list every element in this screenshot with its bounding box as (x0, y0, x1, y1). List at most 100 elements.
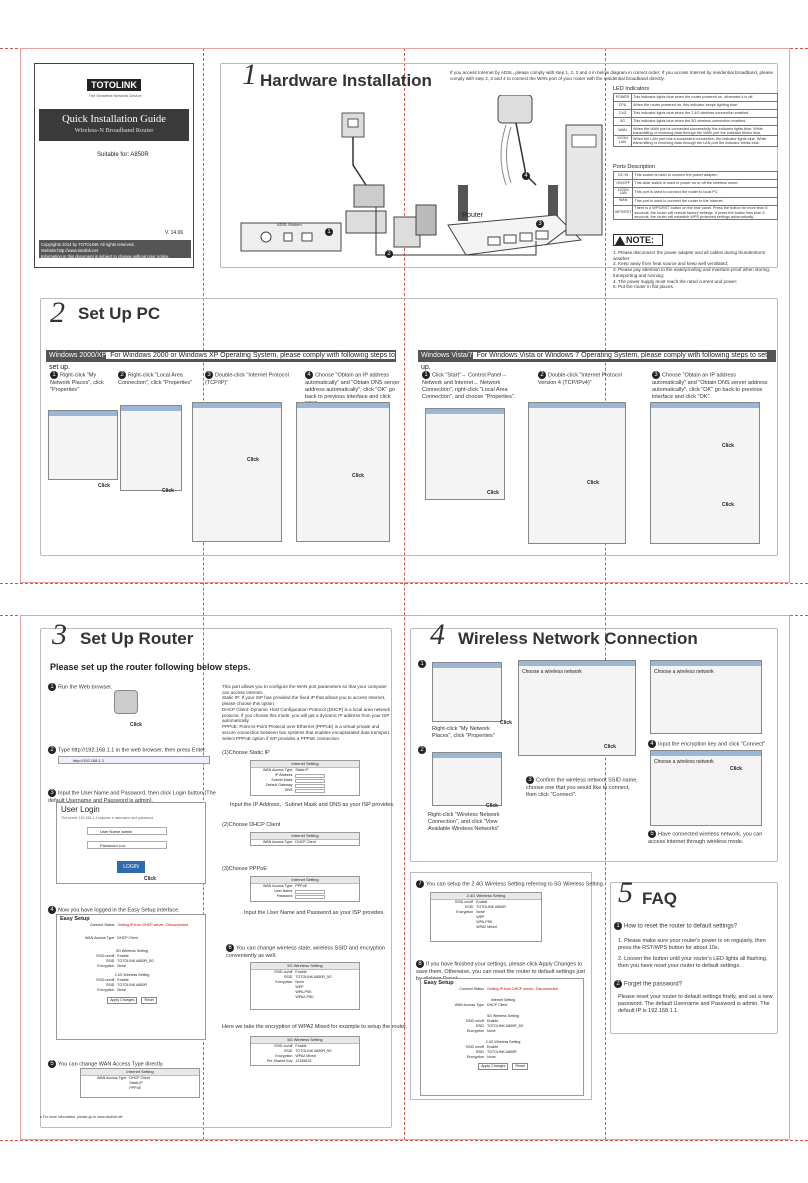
led-key: 2.4G (613, 109, 632, 118)
led-key: 5G (613, 117, 632, 126)
form-row: 5G Wireless Setting (116, 949, 148, 953)
xp-click-3: Click (247, 457, 259, 463)
note-item: 5. Put the router in flat places. (613, 284, 675, 290)
hardware-diagram (240, 95, 603, 256)
adsl-modem-label: ADSL Modem (277, 222, 302, 227)
wan-type-select[interactable]: DHCP Client (129, 1076, 150, 1080)
note-box: NOTE: (613, 234, 663, 246)
wifi-step-1: Right-click "My Network Places", click "… (432, 726, 495, 740)
xp-screenshot-1 (48, 410, 118, 480)
fold-line (203, 48, 204, 1140)
login-button[interactable]: LOGIN (117, 861, 145, 873)
wifi-screenshot-5: Choose a wireless network (650, 750, 762, 826)
browser-icon[interactable] (114, 690, 138, 714)
apply-button[interactable]: Apply Changes (107, 997, 138, 1004)
key-input[interactable]: 12345678 (295, 1059, 312, 1063)
warning-icon (615, 236, 625, 245)
pppoe-user-input[interactable] (295, 889, 326, 894)
vista-click-3: Click (722, 443, 734, 449)
led-desc: When the WAN port is connected successfu… (631, 124, 778, 137)
apply-changes-button[interactable]: Apply Changes (478, 1063, 509, 1070)
vista-click-1: Click (487, 490, 499, 496)
cover-subtitle: Wireless-N Broadband Router (74, 127, 154, 134)
dns-input[interactable] (295, 788, 326, 793)
note-item: 1. Please disconnect the power adapter a… (613, 250, 766, 261)
bottom-panel (20, 615, 790, 1140)
section1-intro: If you access Internet by ADSL, please c… (450, 70, 774, 81)
reset-button[interactable]: Reset (141, 997, 157, 1004)
steps-7-8-box (410, 872, 592, 1100)
login-subtitle: The server 192.168.1.1 requires a userna… (61, 816, 154, 820)
address-bar[interactable]: http://192.168.1.1 (58, 756, 210, 764)
section1-title: Hardware Installation (260, 71, 432, 90)
led-key: CPU (613, 101, 632, 110)
ip-input[interactable] (295, 773, 326, 778)
router-label: Router (462, 212, 484, 219)
cover-panel: TOTOLINK The Smartest Network Device Qui… (34, 63, 194, 268)
mask-input[interactable] (295, 778, 326, 783)
pppoe-pass-input[interactable] (295, 894, 326, 899)
wifi-screenshot-2 (432, 752, 502, 806)
xp-click-4: Click (352, 473, 364, 479)
login-title: User Login (61, 805, 100, 814)
section-faq (610, 882, 778, 1034)
opt-pppoe-note: Input the User Name and Password as your… (244, 910, 385, 916)
wan-description: This part allows you to configure the WA… (222, 684, 391, 741)
router-click-login: Click (144, 876, 156, 882)
wifi-screenshot-3: Choose a wireless network (518, 660, 636, 756)
port-desc: There is a WPS/RST button on the rear pa… (632, 204, 778, 221)
section5-title: FAQ (642, 889, 677, 908)
username-field[interactable]: User Name admin (87, 827, 167, 835)
form-row: 2.4G Wireless Setting (114, 973, 150, 977)
led-title: LED Indicators (613, 86, 650, 92)
cover-title-band: Quick Installation Guide Wireless-N Broa… (39, 109, 189, 141)
cover-version: V. 14.06 (165, 230, 184, 236)
led-desc: When the router powered on, this indicat… (631, 101, 778, 110)
fold-line (0, 1140, 808, 1141)
led-key: 1/2/3/4 LAN (613, 135, 632, 147)
faq-answer-2: Please reset your router to default sett… (618, 994, 773, 1015)
opt-static-note: Input the IP Address、Subnet Mask and DNS… (230, 802, 395, 808)
encryption-select[interactable]: None (295, 980, 304, 984)
reset-final-button[interactable]: Reset (512, 1063, 528, 1070)
hw-step-2: 2 (385, 250, 393, 258)
section-hardware (220, 63, 778, 268)
notes-list: 1. Please disconnect the power adapter a… (613, 250, 778, 290)
hw-step-4: 4 (522, 172, 530, 180)
port-desc: This socket is used to connect the power… (632, 171, 778, 180)
led-desc: This indicator lights blue when the rout… (631, 93, 778, 102)
brand-logo: TOTOLINK (87, 79, 141, 91)
gateway-input[interactable] (295, 783, 326, 788)
section4-number: 4 (430, 618, 445, 651)
password-field[interactable]: Password ••••• (87, 841, 167, 849)
section2-number: 2 (50, 296, 65, 329)
port-desc: This slide switch is used to power on or… (632, 179, 778, 188)
